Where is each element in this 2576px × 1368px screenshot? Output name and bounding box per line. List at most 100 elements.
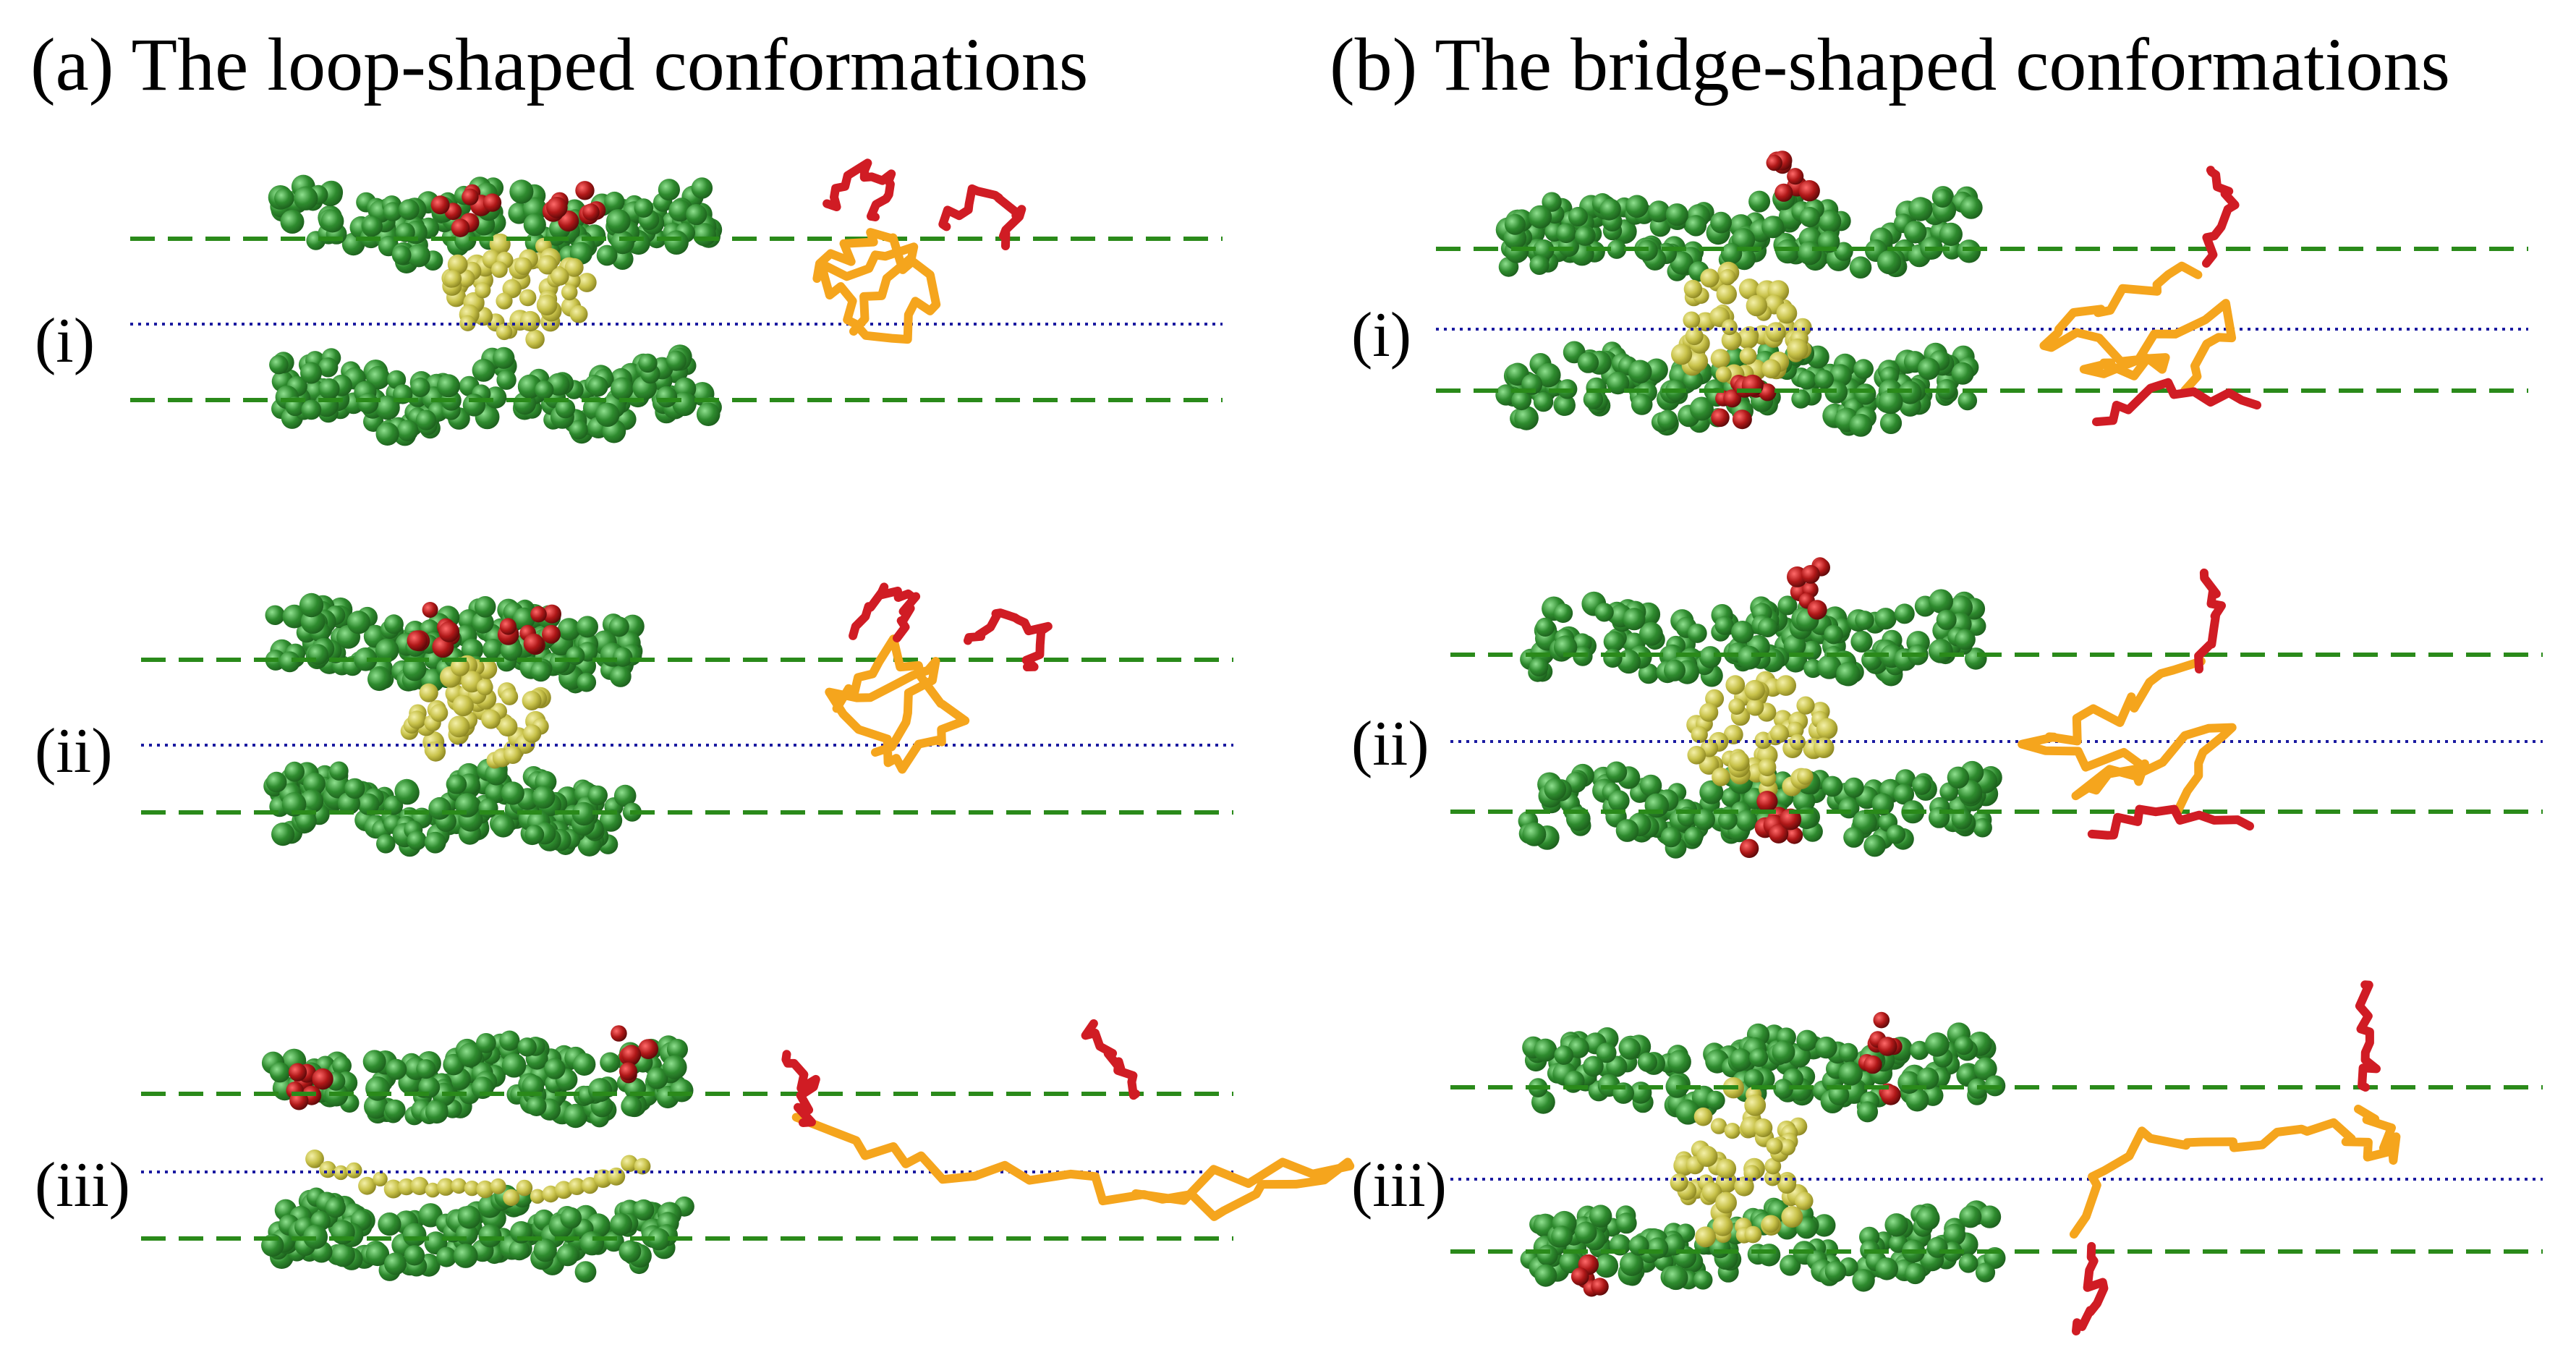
hydrophobic-bead [519,310,541,332]
terminal-bead [1766,154,1782,171]
membrane-bead [1743,1069,1764,1089]
hydrophobic-bead [305,1150,324,1168]
membrane-bead [634,198,654,218]
terminal-bead [1780,808,1802,830]
membrane-bead [613,647,633,667]
panel-b-row-iii-label: (iii) [1351,1150,1447,1220]
hydrophobic-bead [1787,339,1808,360]
membrane-bead [1536,362,1561,388]
membrane-bead [296,810,317,832]
hydrophobic-bead [569,305,588,323]
hydrophobic-bead [551,267,569,286]
hydrophobic-bead [1716,1158,1737,1179]
hydrophobic-bead [1739,347,1757,365]
chain-terminal-segment [822,158,896,221]
membrane-bead [1954,1036,1973,1055]
hydrophobic-bead [1746,698,1764,716]
hydrophobic-bead [443,270,462,288]
membrane-bead [332,1055,352,1076]
membrane-bead [1554,1045,1573,1065]
membrane-bead [1534,1038,1557,1062]
membrane-bead [1877,250,1902,275]
hydrophobic-bead [437,1178,455,1196]
terminal-bead [1769,823,1789,844]
hydrophobic-bead [1670,1173,1688,1192]
hydrophobic-bead [489,233,511,255]
membrane-bead [1603,648,1623,668]
hydrophobic-bead [522,691,542,710]
membrane-bead [485,781,507,804]
hydrophobic-bead [459,315,476,331]
membrane-bead [633,1199,655,1221]
membrane-bead [532,786,556,809]
hydrophobic-bead [448,715,470,738]
chain-core-segment [2039,261,2237,395]
membrane-bead [1822,776,1843,797]
terminal-bead [1774,183,1793,202]
membrane-bead [303,772,326,795]
membrane-bead [1798,241,1822,265]
membrane-bead [569,420,588,440]
membrane-bead [357,393,379,414]
chain-terminal-segment [781,1050,820,1127]
membrane-bead [1957,239,1981,263]
membrane-bead [357,793,380,815]
chain-terminal-segment [938,184,1026,250]
membrane-bead [564,1103,588,1129]
membrane-bead [566,646,585,666]
membrane-bead [1975,1262,1996,1283]
panel-a-row-i-label: (i) [35,306,95,376]
membrane-bead [1714,616,1734,635]
membrane-bead [658,179,681,201]
hydrophobic-bead [1715,1191,1738,1214]
membrane-bead [1687,624,1707,643]
membrane-bead [378,1212,401,1236]
membrane-bead [1960,196,1983,219]
membrane-bead [1824,624,1843,645]
hydrophobic-bead [1687,351,1709,372]
membrane-bead [517,1037,537,1057]
membrane-bead [1933,189,1952,208]
hydrophobic-bead [503,745,522,764]
hydrophobic-bead [1779,1139,1796,1156]
hydrophobic-bead [516,1179,533,1197]
membrane-bead [1683,370,1703,390]
membrane-bead [478,798,498,818]
membrane-bead [362,1050,386,1074]
membrane-bead [384,1252,407,1275]
membrane-bead [1718,810,1738,830]
membrane-bead [1699,780,1724,804]
membrane-bead [1638,621,1663,646]
hydrophobic-bead [1687,746,1706,765]
membrane-bead [1886,825,1906,844]
membrane-bead [1748,190,1771,213]
membrane-bead [1973,817,1992,838]
membrane-bead [577,616,598,638]
hydrophobic-bead [1816,718,1838,739]
membrane-bead [1852,1269,1875,1292]
terminal-bead [483,193,502,212]
hydrophobic-bead [1758,758,1777,776]
membrane-bead [284,761,305,782]
terminal-bead [1787,168,1804,185]
membrane-bead [600,1052,621,1073]
panel-a-title: (a) The loop-shaped conformations [30,23,1089,106]
membrane-bead [646,1067,668,1089]
membrane-bead [1799,207,1820,228]
membrane-bead [535,380,554,400]
membrane-bead [366,366,391,390]
membrane-bead [365,1242,390,1267]
membrane-bead [1850,630,1873,653]
chain-terminal-segment [2087,804,2254,840]
membrane-bead [1529,205,1552,229]
membrane-bead [1834,242,1853,261]
hydrophobic-bead [1764,1169,1781,1186]
membrane-bead [556,1244,579,1267]
membrane-bead [1637,1052,1657,1072]
membrane-bead [1568,207,1588,226]
membrane-bead [1966,616,1986,636]
membrane-bead [1949,595,1973,619]
membrane-bead [1797,370,1817,390]
panel-b-row-i-label: (i) [1351,300,1412,370]
